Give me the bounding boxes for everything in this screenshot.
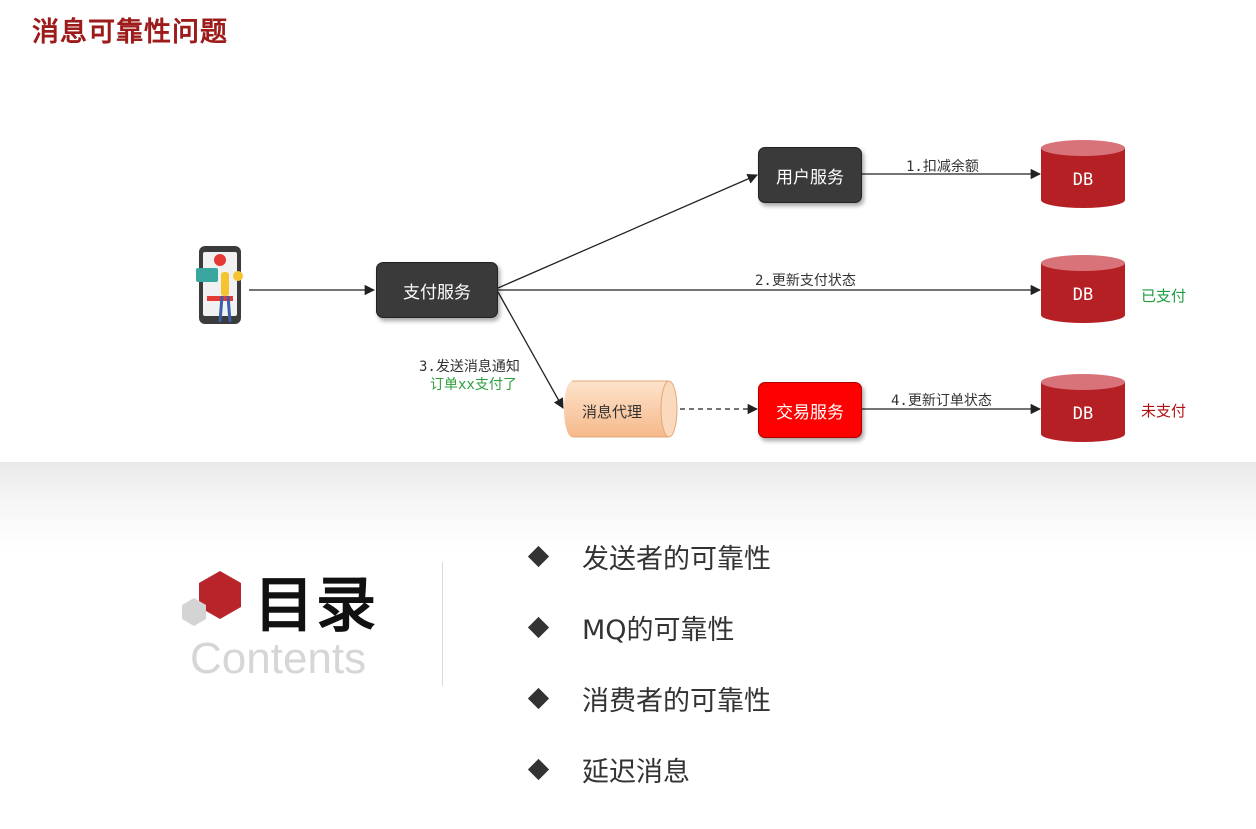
toc-item-label: 延迟消息 (582, 756, 690, 788)
slide-title: 消息可靠性问题 (32, 17, 228, 48)
database-icon-1 (1041, 140, 1125, 208)
toc-item-label: 发送者的可靠性 (582, 543, 771, 575)
toc-item-mq-reliability: MQ的可靠性 (527, 607, 735, 647)
diagram-area: 消息可靠性问题 (32, 17, 1187, 442)
toc-title: 目录 (254, 571, 378, 641)
toc-divider (442, 562, 443, 686)
edge-payment-to-broker (497, 291, 564, 409)
diagram-canvas (196, 140, 1125, 442)
database-icon-2 (1041, 255, 1125, 323)
table-of-contents-area (0, 462, 1256, 829)
mobile-payment-icon (196, 246, 243, 324)
trade-service-node: 交易服务 (758, 382, 862, 438)
edge-label-update-payment-status: 2.更新支付状态 (755, 273, 856, 289)
database-icon-3 (1041, 374, 1125, 442)
status-paid: 已支付 (1141, 287, 1187, 305)
toc-item-label: 消费者的可靠性 (582, 685, 771, 717)
status-unpaid: 未支付 (1141, 402, 1187, 420)
diamond-bullet-icon (527, 616, 550, 638)
toc-subtitle: Contents (190, 634, 367, 683)
toc-item-delayed-message: 延迟消息 (527, 749, 690, 789)
toc-item-consumer-reliability: 消费者的可靠性 (527, 678, 771, 718)
hexagon-logo-icon (182, 571, 241, 626)
edge-label-send-notification: 3.发送消息通知 (419, 359, 520, 375)
edge-label-update-order-status: 4.更新订单状态 (891, 393, 992, 409)
toc-item-label: MQ的可靠性 (582, 614, 735, 646)
payment-service-node: 支付服务 (376, 262, 498, 318)
diamond-bullet-icon (527, 687, 550, 709)
message-broker-shape (564, 380, 678, 438)
edge-label-deduct-balance: 1.扣减余额 (906, 159, 979, 175)
db-label-2: DB (1072, 285, 1094, 305)
diamond-bullet-icon (527, 758, 550, 780)
message-broker-label: 消息代理 (582, 403, 643, 421)
diamond-bullet-icon (527, 545, 550, 567)
toc-item-sender-reliability: 发送者的可靠性 (527, 536, 771, 576)
db-label-3: DB (1072, 404, 1094, 424)
edge-payment-to-user (497, 173, 758, 289)
db-label-1: DB (1072, 170, 1094, 190)
user-service-node: 用户服务 (758, 147, 862, 203)
edge-label-notification-content: 订单xx支付了 (430, 377, 517, 393)
